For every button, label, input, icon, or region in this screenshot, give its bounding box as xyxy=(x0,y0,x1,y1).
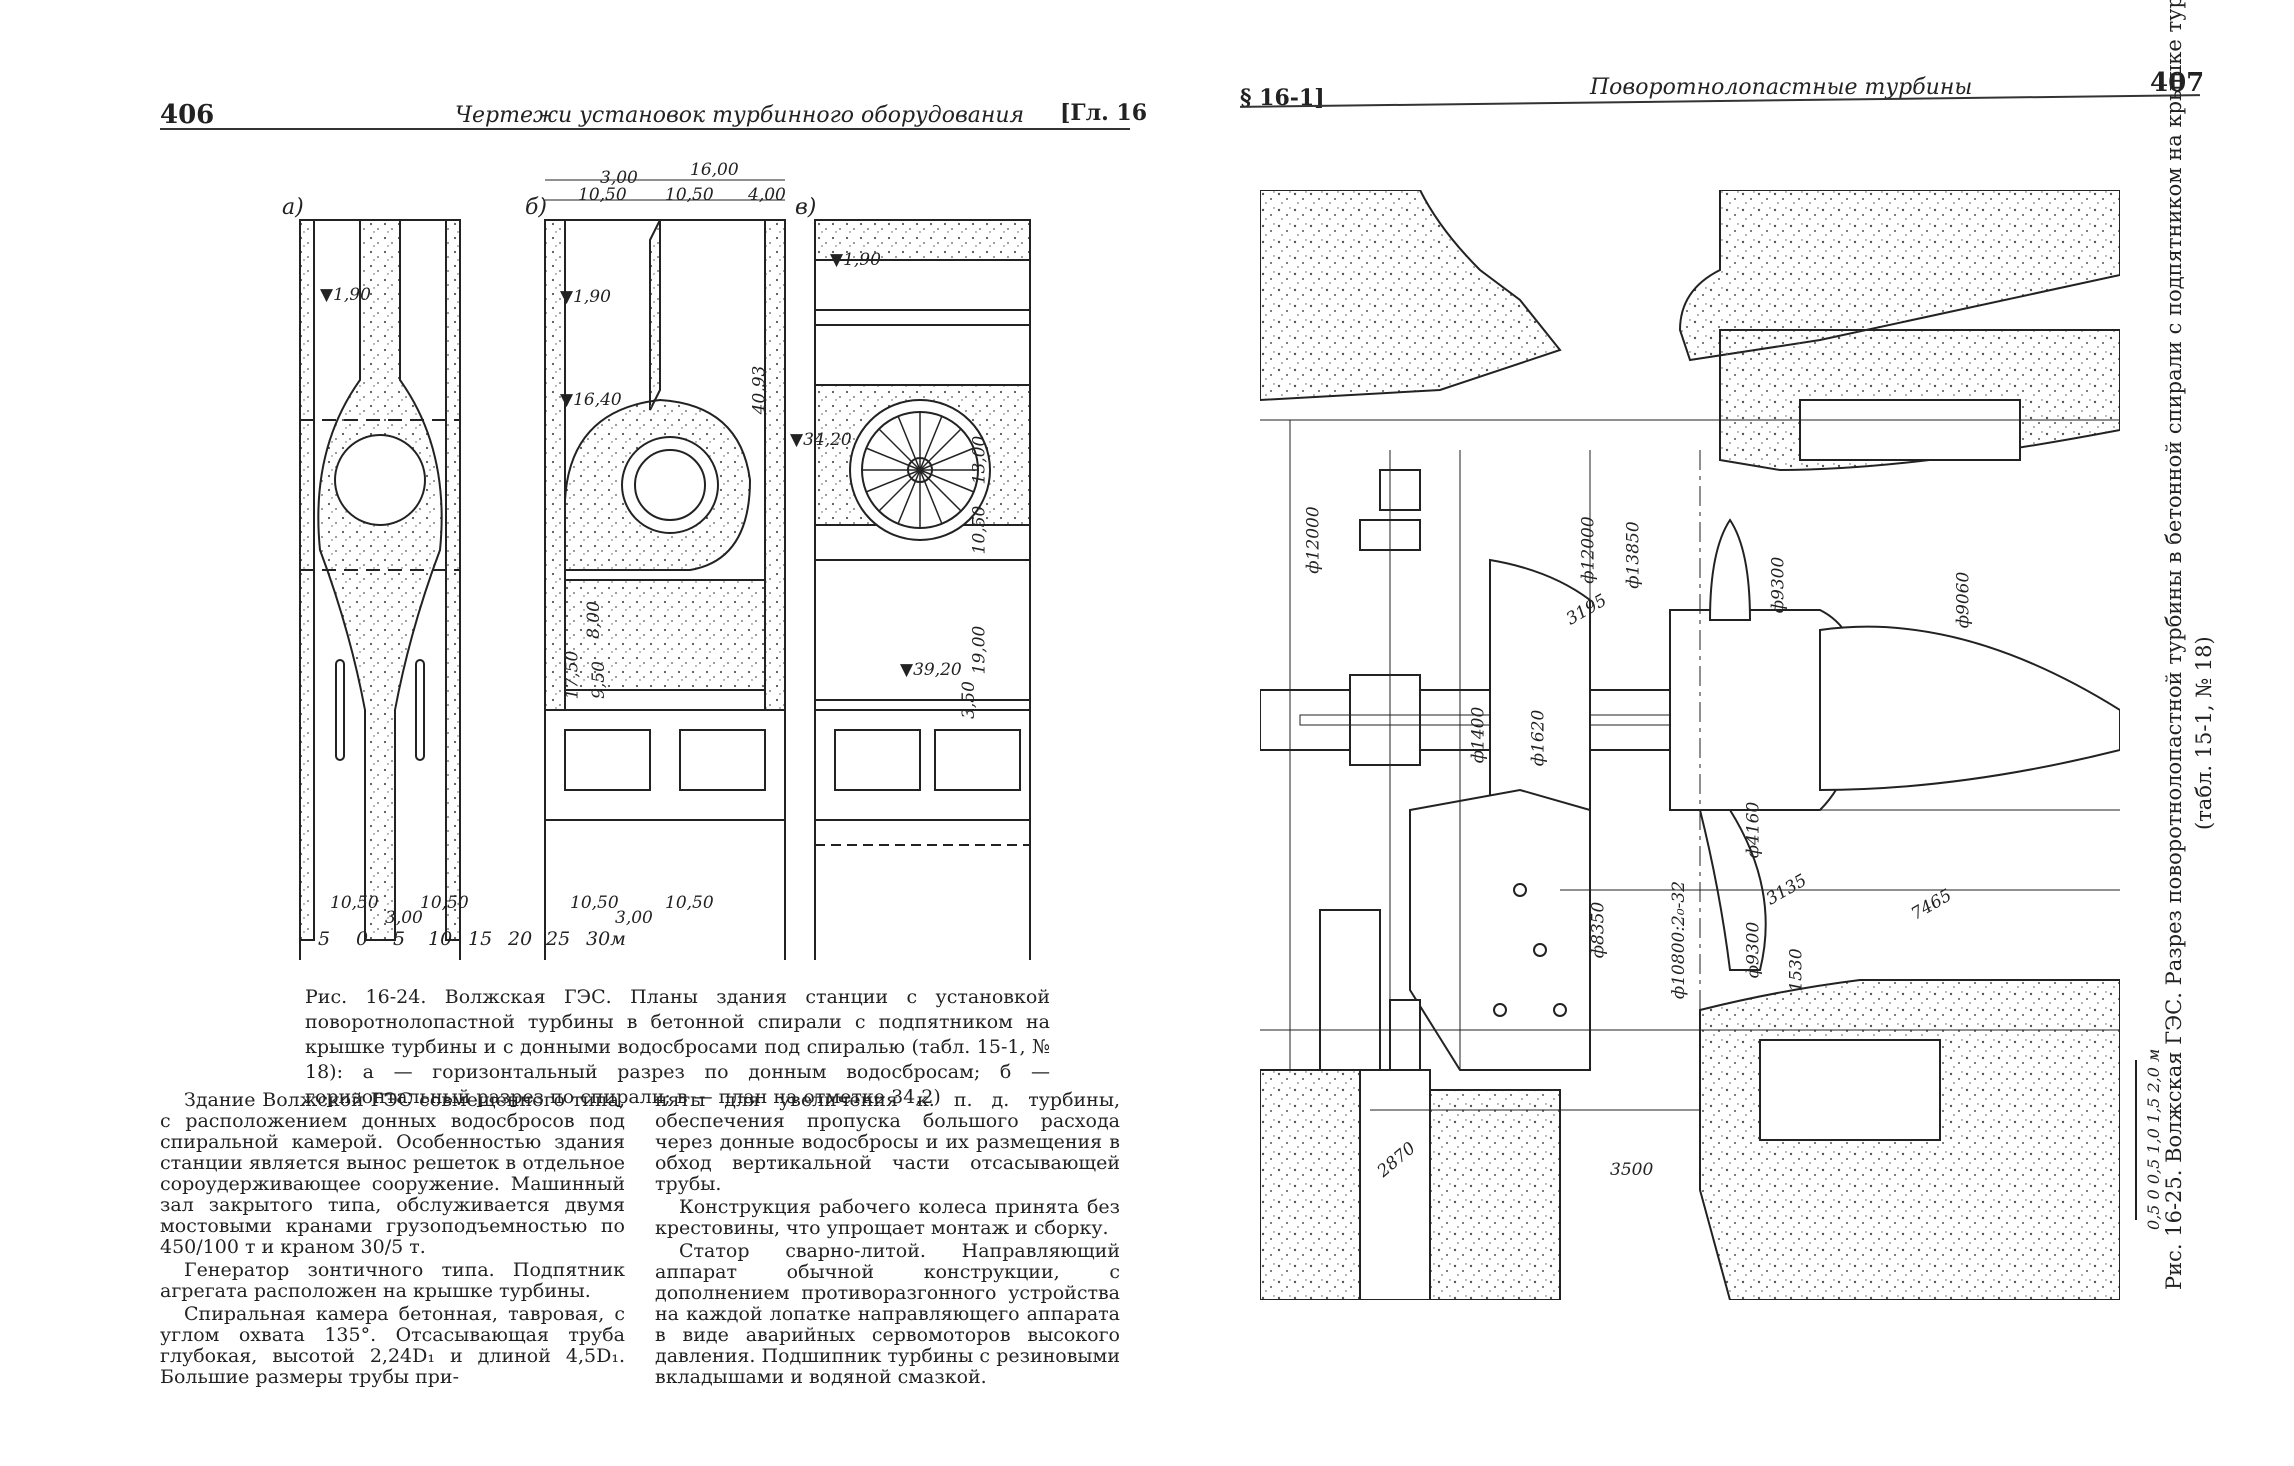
elev-c2: ▼34,20 xyxy=(790,430,852,450)
dim-bottom-b-3: 10,50 xyxy=(665,893,714,913)
chapter-ref: [Гл. 16 xyxy=(1060,100,1148,126)
scale-label: 0 xyxy=(356,928,369,950)
paragraph: Здание Волжской ГЭС совмещенного типа, с… xyxy=(160,1089,625,1258)
paragraph: Генератор зонтичного типа. Подпятник агр… xyxy=(160,1259,625,1302)
panel-label-c: в) xyxy=(795,195,817,220)
dim-bottom-b-2: 3,00 xyxy=(615,908,653,928)
running-title-left: Чертежи установок турбинного оборудовани… xyxy=(455,103,1025,128)
scale-label: 15 xyxy=(468,928,493,950)
dim-top-1600: 16,00 xyxy=(690,160,739,180)
dim-1300: 13,00 xyxy=(969,435,990,485)
page-number-left: 406 xyxy=(160,100,215,130)
figure-16-25-caption-line1: Рис. 16-25. Волжская ГЭС. Разрез поворот… xyxy=(2162,0,2186,1290)
panel-label-b: б) xyxy=(525,195,548,220)
dim-top-300: 3,00 xyxy=(600,168,638,188)
dim-label: ф9060 xyxy=(1953,571,1974,629)
scale-bar-right xyxy=(2135,1060,2153,1220)
scale-label: 30м xyxy=(586,928,626,950)
dim-bottom-a-2: 3,00 xyxy=(385,908,423,928)
scale-label: 25 xyxy=(546,928,571,950)
dim-top-1050-a: 10,50 xyxy=(578,185,627,205)
elev-c3: ▼39,20 xyxy=(900,660,962,680)
dim-label: ф12000 xyxy=(1303,506,1324,574)
scale-label: 5 xyxy=(318,928,331,950)
paragraph: Конструкция рабочего колеса принята без … xyxy=(655,1196,1120,1239)
dim-top-1050-b: 10,50 xyxy=(665,185,714,205)
paragraph: няты для увеличения к. п. д. турбины, об… xyxy=(655,1089,1120,1195)
text-column-1: Здание Волжской ГЭС совмещенного типа, с… xyxy=(160,1090,625,1390)
paragraph: Статор сварно-литой. Направляющий аппара… xyxy=(655,1240,1120,1388)
dim-350: 3,50 xyxy=(958,681,979,719)
scale-label: 10 xyxy=(428,928,453,950)
text-column-2: няты для увеличения к. п. д. турбины, об… xyxy=(655,1090,1120,1390)
panel-label-a: а) xyxy=(282,195,304,220)
figure-16-25-section xyxy=(1260,190,2120,1300)
dim-label: ф10800:2₀-32 xyxy=(1669,880,1690,1000)
elev-b1: ▼1,90 xyxy=(560,287,611,307)
header-rule-left xyxy=(160,128,1130,130)
dim-1900: 19,00 xyxy=(969,625,990,675)
figure-16-24-plans xyxy=(299,179,1031,960)
scale-label: 5 xyxy=(393,928,406,950)
dim-label: ф1400 xyxy=(1468,706,1489,764)
running-title-right: Поворотнолопастные турбины xyxy=(1590,75,1973,100)
paragraph: Спиральная камера бетонная, тавровая, с … xyxy=(160,1303,625,1388)
dim-top-400: 4,00 xyxy=(748,185,786,205)
elev-b2: ▼16,40 xyxy=(560,390,622,410)
dim-label: ф13850 xyxy=(1623,521,1644,589)
dim-label: ф4160 xyxy=(1743,801,1764,859)
elev-a: ▼1,90 xyxy=(320,285,371,305)
dim-label: 3500 xyxy=(1610,1160,1654,1180)
dim-bottom-b-1: 10,50 xyxy=(570,893,619,913)
elev-c1: ▼1,90 xyxy=(830,250,881,270)
page-number-right: 407 xyxy=(2150,68,2205,98)
dim-bottom-a-1: 10,50 xyxy=(330,893,379,913)
dim-bottom-a-3: 10,50 xyxy=(420,893,469,913)
dim-label: ф8350 xyxy=(1588,901,1609,959)
dim-label: 1530 xyxy=(1786,948,1807,992)
dim-label: ф12000 xyxy=(1578,516,1599,584)
dim-label: ф9300 xyxy=(1768,556,1789,614)
figure-16-24-caption: Рис. 16-24. Волжская ГЭС. Планы здания с… xyxy=(305,986,1050,1108)
dim-4093: 40,93 xyxy=(749,365,770,415)
dim-800: 8,00 xyxy=(583,601,604,639)
dim-950: 9,50 xyxy=(588,661,609,699)
dim-1050: 10,50 xyxy=(969,505,990,555)
dim-label: ф9300 xyxy=(1743,921,1764,979)
dim-1750: 17,50 xyxy=(562,650,583,700)
scale-label: 20 xyxy=(508,928,533,950)
figure-16-25-caption-line2: (табл. 15-1, № 18) xyxy=(2192,636,2216,830)
dim-label: ф1620 xyxy=(1528,709,1549,767)
